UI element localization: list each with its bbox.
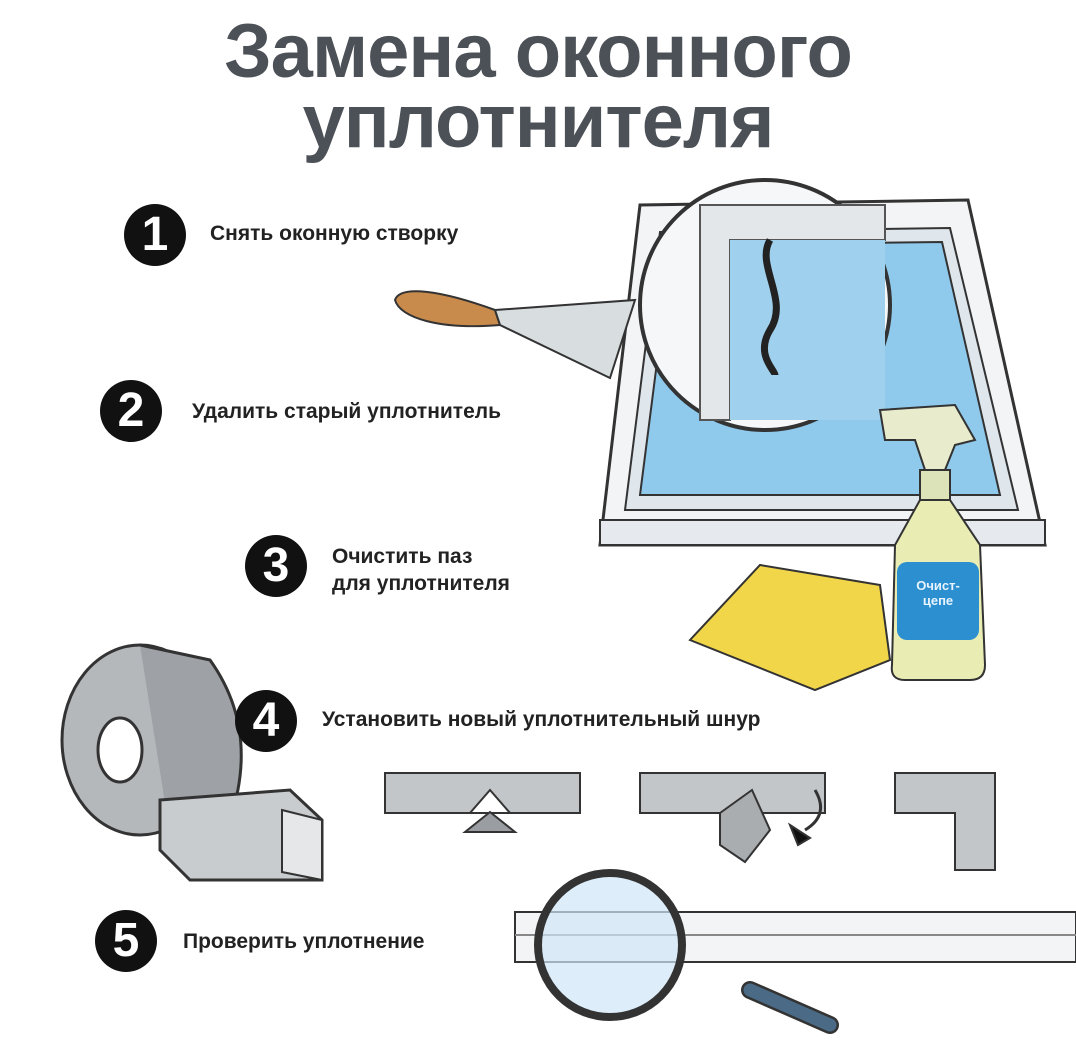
cloth-illustration xyxy=(688,563,892,692)
zoom-detail-circle xyxy=(638,178,892,432)
spray-bottle-illustration xyxy=(878,403,987,681)
step-4-badge: 4 xyxy=(235,690,297,752)
step-2-badge: 2 xyxy=(100,380,162,442)
title-line1: Замена оконного xyxy=(224,9,853,94)
step-5-text: Проверить уплотнение xyxy=(183,930,425,953)
title-line2: уплотнителя xyxy=(302,79,775,164)
profile-diagrams xyxy=(384,772,996,871)
bottle-label-line2: цепе xyxy=(922,593,954,608)
sealing-tape-roll-illustration xyxy=(60,643,324,882)
step-3-text: Очистить паз для уплотнителя xyxy=(332,543,510,597)
step-1-badge: 1 xyxy=(124,204,186,266)
step-3-badge: 3 xyxy=(245,535,307,597)
bottle-label: Очист- цепе xyxy=(908,578,968,608)
step-5-badge: 5 xyxy=(95,910,157,972)
magnifying-glass-illustration xyxy=(514,869,1076,1034)
step-2-text: Удалить старый уплотнитель xyxy=(192,400,502,423)
bottle-label-line1: Очист- xyxy=(916,578,960,593)
step-1-text: Снять оконную створку xyxy=(210,222,459,245)
step-3-text-line2: для уплотнителя xyxy=(332,572,510,595)
step-3-text-line1: Очистить паз xyxy=(332,545,473,568)
step-4-text: Установить новый уплотнительный шнур xyxy=(322,708,761,731)
spatula-illustration xyxy=(393,290,637,380)
